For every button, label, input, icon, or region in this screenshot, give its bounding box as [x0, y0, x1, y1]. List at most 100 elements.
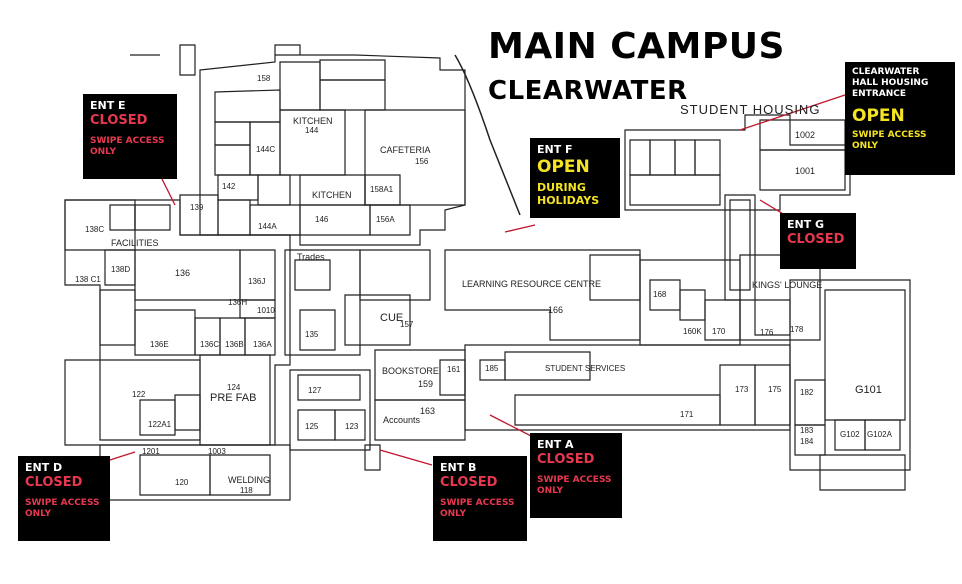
room-175: 175: [768, 385, 782, 394]
room-student-housing: STUDENT HOUSING: [680, 102, 821, 117]
clearwater-hall-status: OPEN: [852, 106, 905, 126]
room-cafeteria: CAFETERIA: [380, 145, 431, 155]
entrance-e-status: CLOSED: [90, 113, 148, 128]
room-kitchen: KITCHEN: [293, 116, 333, 126]
room-135: 135: [305, 330, 319, 339]
building-outline-north: [199, 54, 466, 246]
room-136j: 136J: [248, 277, 266, 286]
room-pre-fab: PRE FAB: [210, 392, 257, 404]
entrance-f-status: OPEN: [537, 157, 590, 177]
map-subtitle: CLEARWATER: [488, 76, 688, 106]
entrance-b-note: SWIPE ACCESS ONLY: [440, 498, 515, 519]
room-122a1: 122A1: [148, 420, 172, 429]
room-g102: G102: [840, 430, 860, 439]
ent-d-pointer: [109, 451, 136, 461]
map-title: MAIN CAMPUS: [488, 26, 785, 67]
room-g101: G101: [855, 384, 882, 396]
ent-f-pointer: [504, 224, 536, 233]
room-cafeteria-number: 156: [415, 157, 429, 166]
entrance-g-callout: ENT G CLOSED: [780, 213, 856, 269]
room-168: 168: [653, 290, 667, 299]
room-138c: 138C: [85, 225, 105, 234]
entrance-d-status: CLOSED: [25, 475, 83, 490]
room-127: 127: [308, 386, 322, 395]
room-accounts: Accounts: [383, 415, 421, 425]
entrance-g-status: CLOSED: [787, 232, 845, 247]
room-158a1: 158A1: [370, 185, 394, 194]
room-cue-number: 157: [400, 320, 414, 329]
clearwater-hall-note: SWIPE ACCESS ONLY: [852, 130, 927, 151]
room-178: 178: [790, 325, 804, 334]
room-136a: 136A: [253, 340, 272, 349]
room-124: 124: [227, 383, 241, 392]
room-125: 125: [305, 422, 319, 431]
room-bookstore: BOOKSTORE: [382, 366, 439, 376]
entrance-f-note: DURING HOLIDAYS: [537, 181, 600, 207]
entrance-e-note: SWIPE ACCESS ONLY: [90, 136, 165, 157]
room-182: 182: [800, 388, 814, 397]
entrance-a-callout: ENT A CLOSED SWIPE ACCESS ONLY: [530, 433, 622, 518]
room-176: 176: [760, 328, 774, 337]
entrance-a-status: CLOSED: [537, 452, 595, 467]
ent-a-pointer: [489, 414, 536, 439]
room-161: 161: [447, 365, 461, 374]
room-cue: CUE: [380, 312, 404, 324]
room-184: 184: [800, 437, 814, 446]
entrance-d-note: SWIPE ACCESS ONLY: [25, 498, 100, 519]
room-183: 183: [800, 426, 814, 435]
entrance-a-name: ENT A: [537, 438, 574, 451]
entrance-b-callout: ENT B CLOSED SWIPE ACCESS ONLY: [433, 456, 527, 541]
room-kings-lounge: KINGS' LOUNGE: [752, 280, 823, 290]
room-118: 118: [240, 486, 253, 495]
entrance-b-status: CLOSED: [440, 475, 498, 490]
room-163: 163: [420, 406, 436, 416]
room-170: 170: [712, 327, 726, 336]
room-136c: 136C: [200, 340, 220, 349]
room-learning-resource-centre: LEARNING RESOURCE CENTRE: [462, 279, 602, 289]
room-1201: 1201: [142, 447, 160, 456]
room-144a: 144A: [258, 222, 277, 231]
clearwater-hall-callout: CLEARWATER HALL HOUSING ENTRANCE OPEN SW…: [845, 62, 955, 175]
entrance-e-name: ENT E: [90, 99, 126, 112]
room-136e: 136E: [150, 340, 169, 349]
room-144c: 144C: [256, 145, 276, 154]
clearwater-hall-name: CLEARWATER HALL HOUSING ENTRANCE: [852, 67, 929, 99]
room-142: 142: [222, 182, 236, 191]
room-171: 171: [680, 410, 694, 419]
room-trades: Trades: [297, 252, 325, 262]
entrance-f-name: ENT F: [537, 143, 573, 156]
room-173: 173: [735, 385, 749, 394]
room-136b: 136B: [225, 340, 244, 349]
room-158: 158: [257, 74, 271, 83]
room-kitchen-2: KITCHEN: [312, 190, 352, 200]
room-156a: 156A: [376, 215, 395, 224]
room-138d: 138D: [111, 265, 131, 274]
building-outline-housing: [624, 114, 851, 211]
entrance-f-callout: ENT F OPEN DURING HOLIDAYS: [530, 138, 620, 218]
room-159: 159: [418, 379, 434, 389]
room-student-services: STUDENT SERVICES: [545, 364, 626, 373]
ent-e-pointer: [159, 174, 176, 206]
room-1001: 1001: [795, 166, 816, 176]
ent-b-pointer: [379, 449, 433, 466]
room-136: 136: [175, 268, 191, 278]
entrance-e-callout: ENT E CLOSED SWIPE ACCESS ONLY: [83, 94, 177, 179]
entrance-g-name: ENT G: [787, 218, 825, 231]
housing-pointer: [739, 94, 846, 131]
entrance-a-note: SWIPE ACCESS ONLY: [537, 475, 612, 496]
entrance-d-name: ENT D: [25, 461, 63, 474]
room-122: 122: [132, 390, 146, 399]
room-166: 166: [548, 305, 564, 315]
entrance-d-callout: ENT D CLOSED SWIPE ACCESS ONLY: [18, 456, 110, 541]
room-1002: 1002: [795, 130, 816, 140]
room-138c1: 138 C1: [75, 275, 101, 284]
room-160k: 160K: [683, 327, 702, 336]
room-185: 185: [485, 364, 499, 373]
room-welding: WELDING: [228, 475, 271, 485]
building-outline-west: [64, 199, 291, 446]
room-120: 120: [175, 478, 189, 487]
ent-g-pointer: [759, 199, 786, 216]
room-146: 146: [315, 215, 329, 224]
room-1010: 1010: [257, 306, 275, 315]
room-136h: 136H: [228, 298, 248, 307]
